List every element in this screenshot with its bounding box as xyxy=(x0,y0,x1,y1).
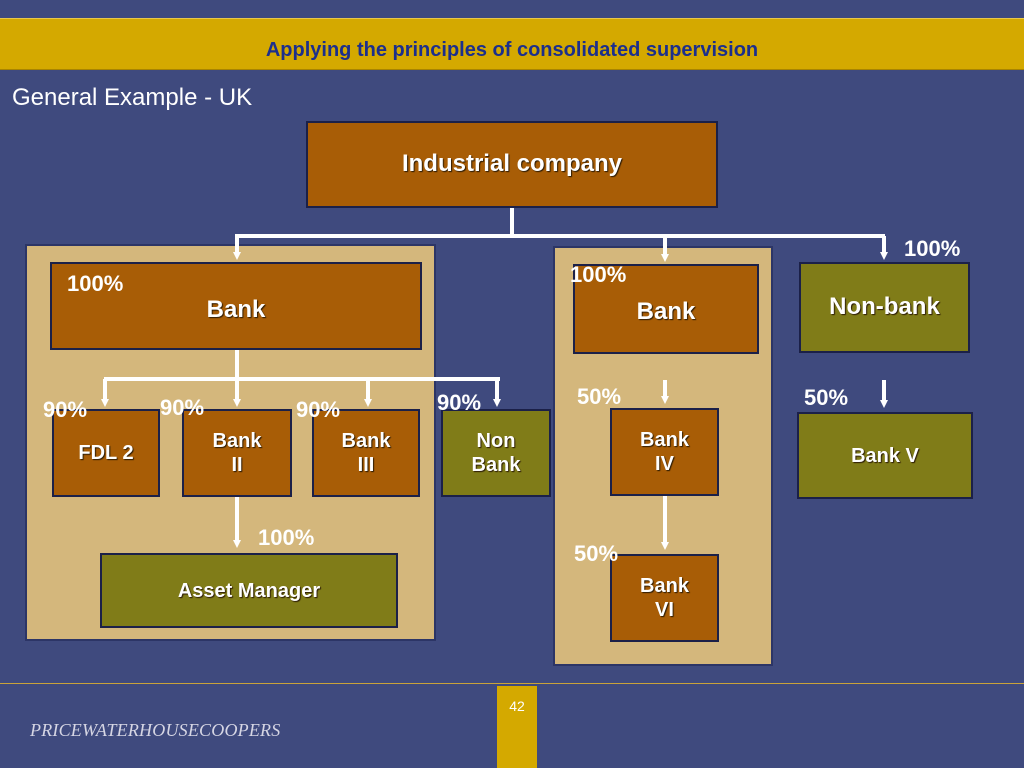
bank-v-pct: 50% xyxy=(804,385,849,410)
slide-subtitle: General Example - UK xyxy=(12,84,253,111)
left-nonbank-pct: 90% xyxy=(437,390,482,415)
left-bank-pct: 100% xyxy=(67,271,124,296)
left-nonbank-label: Non Bank xyxy=(471,430,521,476)
bank-iii-box: Bank III xyxy=(312,409,420,497)
asset-manager-box: Asset Manager xyxy=(100,553,398,628)
fdl2-pct: 90% xyxy=(43,397,88,422)
right-nonbank-pct: 100% xyxy=(904,236,961,261)
footer-divider xyxy=(0,683,1024,684)
right-nonbank-label: Non-bank xyxy=(829,293,940,321)
title-bar: Applying the principles of consolidated … xyxy=(0,18,1024,70)
left-bank-box: Bank xyxy=(50,262,422,350)
bank-v-box: Bank V xyxy=(797,412,973,499)
bank-ii-pct: 90% xyxy=(160,395,205,420)
asset-manager-label: Asset Manager xyxy=(177,579,321,602)
middle-bank-box: Bank xyxy=(573,264,759,354)
company-logo: PRICEWATERHOUSECOOPERS xyxy=(30,717,280,743)
bank-ii-label: Bank II xyxy=(212,430,262,476)
bank-iv-pct: 50% xyxy=(577,384,622,409)
left-bank-label: Bank xyxy=(206,296,266,323)
bank-v-label: Bank V xyxy=(851,444,919,467)
middle-bank-label: Bank xyxy=(636,298,696,325)
left-nonbank-box: Non Bank xyxy=(441,409,551,497)
slide-title: Applying the principles of consolidated … xyxy=(265,39,759,61)
bank-iv-box: Bank IV xyxy=(610,408,719,496)
right-nonbank-box: Non-bank xyxy=(799,262,970,353)
bank-vi-label: Bank VI xyxy=(640,575,689,621)
middle-bank-pct: 100% xyxy=(570,262,627,287)
fdl2-box: FDL 2 xyxy=(52,409,160,497)
bank-ii-box: Bank II xyxy=(182,409,292,497)
bank-vi-pct: 50% xyxy=(574,541,619,566)
fdl2-label: FDL 2 xyxy=(78,442,134,464)
asset-manager-pct: 100% xyxy=(258,525,315,550)
bank-vi-box: Bank VI xyxy=(610,554,719,642)
page-number-tab: 42 xyxy=(497,686,537,768)
industrial-company-box: Industrial company xyxy=(306,121,718,208)
industrial-company-label: Industrial company xyxy=(401,150,623,178)
company-logo-text: PRICEWATERHOUSECOOPERS xyxy=(30,720,281,740)
bank-iii-pct: 90% xyxy=(296,397,341,422)
page-number: 42 xyxy=(509,698,525,714)
bank-iii-label: Bank III xyxy=(341,430,391,476)
bank-iv-label: Bank IV xyxy=(640,429,689,475)
